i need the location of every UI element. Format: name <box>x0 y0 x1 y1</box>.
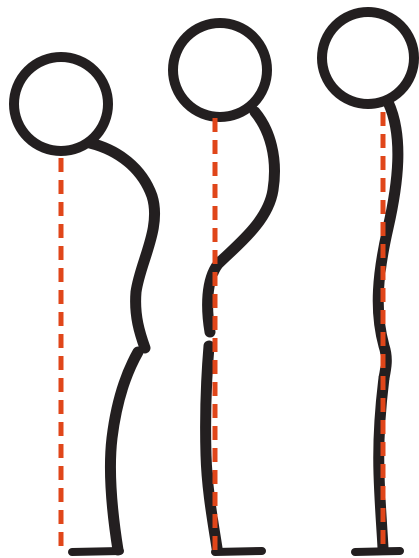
figure-2-neck-and-back <box>208 112 275 332</box>
figure-1-leg <box>110 352 138 550</box>
figure-forward-head <box>14 57 155 552</box>
figure-3-foot <box>355 551 400 552</box>
figure-3-head <box>322 12 414 104</box>
figure-aligned <box>322 12 414 552</box>
figure-1-neck-and-back <box>90 143 155 348</box>
figure-1-foot <box>72 551 120 552</box>
figure-1-head <box>14 57 108 151</box>
figure-2-head <box>173 23 267 117</box>
figure-improving <box>173 23 274 552</box>
figure-2-foot <box>215 551 262 552</box>
